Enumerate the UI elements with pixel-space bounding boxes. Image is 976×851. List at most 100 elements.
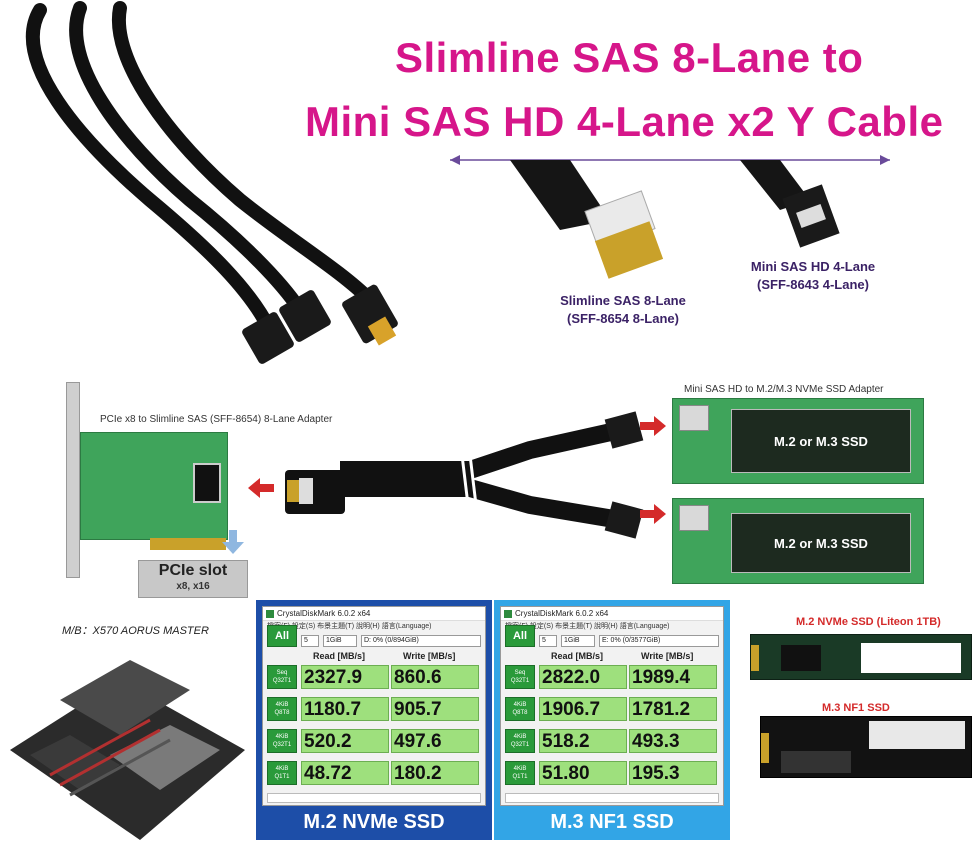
m2-chip-1 [781,645,821,671]
write-header: Write [MB/s] [641,651,694,661]
row-label-2: Q8T8 [274,710,290,716]
row-label-1: 4KiB [513,734,527,740]
write-value: 860.6 [391,665,479,689]
cdm-titlebar: CrystalDiskMark 6.0.2 x64 [501,607,723,621]
slimline-plug-middle [285,470,345,514]
pcie-bracket [66,382,80,578]
cdm-window-nvme: CrystalDiskMark 6.0.2 x64 檔案(F) 設定(S) 布景… [262,606,486,806]
m2-sticker [861,643,961,673]
pcie-slot-sub: x8, x16 [176,581,210,592]
read-value: 51.80 [539,761,627,785]
row-label-2: Q1T1 [512,774,528,780]
app-icon [504,610,512,618]
page-title-line2: Mini SAS HD 4-Lane x2 Y Cable [305,98,944,145]
pcie-slot-title: PCIe slot [158,562,228,579]
row-label-2: Q8T8 [512,710,528,716]
read-value: 2327.9 [301,665,389,689]
m3-gold-edge [761,733,769,763]
minisas-label-line2: (SFF-8643 4-Lane) [757,277,869,292]
cdm-window-title: CrystalDiskMark 6.0.2 x64 [277,609,371,618]
slimline-connector-photo [510,160,664,279]
cdm-menubar[interactable]: 檔案(F) 設定(S) 布景主題(T) 說明(H) 語言(Language) [267,623,432,630]
row-label-2: Q1T1 [274,774,290,780]
test-button-4k-q32t1[interactable]: 4KiB Q32T1 [505,729,535,753]
slimline-label-line1: Slimline SAS 8-Lane [560,293,686,308]
pcie-adapter-label: PCIe x8 to Slimline SAS (SFF-8654) 8-Lan… [100,414,333,425]
nvme-adapter-top: M.2 or M.3 SSD [672,398,924,484]
read-value: 1906.7 [539,697,627,721]
cdm-controls: 5 1GiB D: 0% (0/894GiB) [263,633,485,649]
benchmark-panel-nf1: CrystalDiskMark 6.0.2 x64 檔案(F) 設定(S) 布景… [494,600,730,840]
cdm-titlebar: CrystalDiskMark 6.0.2 x64 [263,607,485,621]
row-label-2: Q32T1 [510,742,530,748]
row-label-1: 4KiB [275,702,289,708]
nvme-adapter-label: Mini SAS HD to M.2/M.3 NVMe SSD Adapter [684,384,884,395]
row-label-2: Q32T1 [272,678,292,684]
row-label-2: Q32T1 [272,742,292,748]
cdm-window-title: CrystalDiskMark 6.0.2 x64 [515,609,609,618]
row-label-1: 4KiB [275,766,289,772]
row-label-1: Seq [514,670,526,676]
all-button[interactable]: All [267,625,297,647]
drive-select[interactable]: E: 0% (0/3577GiB) [599,635,719,647]
m2-ssd-label: M.2 NVMe SSD (Liteon 1TB) [796,616,941,628]
write-value: 195.3 [629,761,717,785]
read-value: 518.2 [539,729,627,753]
write-value: 180.2 [391,761,479,785]
count-select[interactable]: 5 [301,635,319,647]
all-button[interactable]: All [505,625,535,647]
write-value: 493.3 [629,729,717,753]
benchmark-footer-nvme: M.2 NVMe SSD [303,811,445,833]
write-value: 1781.2 [629,697,717,721]
read-header: Read [MB/s] [551,651,604,661]
nvme-adapter-bottom: M.2 or M.3 SSD [672,498,924,584]
m3-sticker [869,721,965,749]
cdm-menubar[interactable]: 檔案(F) 設定(S) 布景主題(T) 說明(H) 語言(Language) [505,623,670,630]
minisas-port-top [679,405,709,431]
plug-contacts [287,480,299,502]
count-select[interactable]: 5 [539,635,557,647]
read-value: 520.2 [301,729,389,753]
write-value: 905.7 [391,697,479,721]
ssd-slot-top-label: M.2 or M.3 SSD [774,433,868,449]
arrow-right-icon-top [640,416,666,436]
m3-chip [781,751,851,773]
read-value: 2822.0 [539,665,627,689]
mini-sas-plug-2 [279,290,331,342]
mini-sas-plug-1 [242,312,294,364]
ssd-slot-bottom-label: M.2 or M.3 SSD [774,535,868,551]
pcie-gold-fingers [150,538,226,550]
m2-ssd-photo [750,634,972,680]
size-select[interactable]: 1GiB [323,635,357,647]
minisas-connector-label: Mini SAS HD 4-Lane (SFF-8643 4-Lane) [738,258,888,294]
row-label-1: Seq [276,670,288,676]
read-value: 1180.7 [301,697,389,721]
cdm-window-nf1: CrystalDiskMark 6.0.2 x64 檔案(F) 設定(S) 布景… [500,606,724,806]
test-button-4k-q8t8[interactable]: 4KiB Q8T8 [267,697,297,721]
slimline-gold-contacts [367,316,397,346]
plug-latch [299,478,313,504]
app-icon [266,610,274,618]
row-label-2: Q32T1 [510,678,530,684]
size-select[interactable]: 1GiB [561,635,595,647]
minisas-port-bottom [679,505,709,531]
write-value: 1989.4 [629,665,717,689]
comment-field[interactable] [267,793,481,803]
minisas-label-line1: Mini SAS HD 4-Lane [750,259,876,274]
y-cable-split [340,411,644,539]
read-header: Read [MB/s] [313,651,366,661]
pcie-adapter-board [80,432,228,540]
write-header: Write [MB/s] [403,651,456,661]
test-button-4k-q1t1[interactable]: 4KiB Q1T1 [267,761,297,785]
drive-select[interactable]: D: 0% (0/894GiB) [361,635,481,647]
ssd-slot-top: M.2 or M.3 SSD [731,409,911,473]
minisas-connector-photo [740,160,840,248]
motherboard-photo [10,660,245,840]
comment-field[interactable] [505,793,719,803]
m2-gold-edge [751,645,759,671]
